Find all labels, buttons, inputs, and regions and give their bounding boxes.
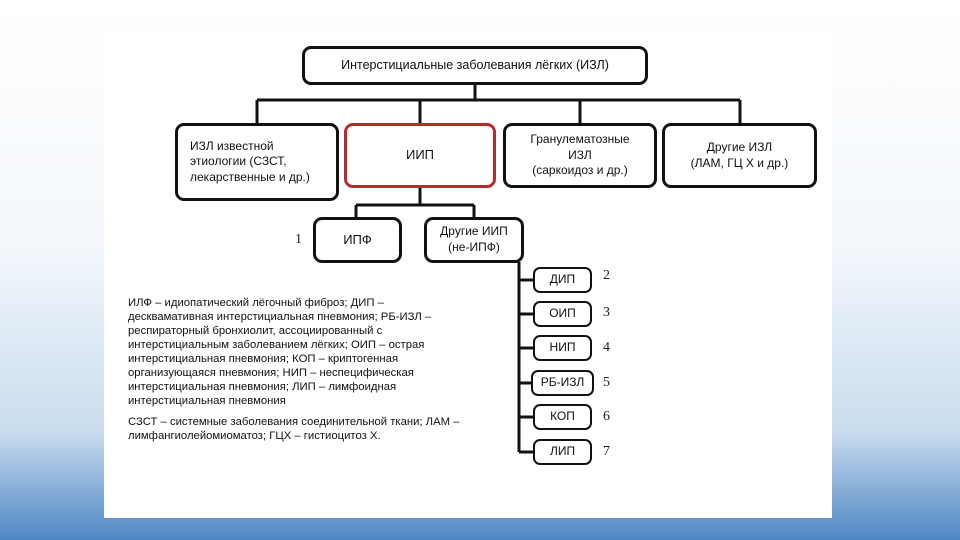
number-label: 3 (603, 305, 610, 320)
other-iip-box: Другие ИИП (не-ИПФ) (424, 217, 524, 263)
legend-iip-abbreviations: ИЛФ – идиопатический лёгочный фиброз; ДИ… (128, 297, 432, 407)
legend-other-abbreviations: СЗСТ – системные заболевания соединитель… (128, 416, 460, 442)
lip-box: ЛИП (533, 439, 592, 465)
dip-box: ДИП (533, 267, 592, 293)
number-label: 4 (603, 340, 610, 355)
kop-box: КОП (533, 404, 592, 430)
number-label: 2 (603, 268, 610, 283)
abbreviation-legend: ИЛФ – идиопатический лёгочный фиброз; ДИ… (128, 296, 468, 450)
number-label: 1 (295, 232, 302, 247)
ipf-box: ИПФ (313, 217, 402, 263)
nip-box: НИП (533, 335, 592, 361)
granulomatous-box: Гранулематозные ИЗЛ (саркоидоз и др.) (503, 123, 657, 188)
number-label: 5 (603, 375, 610, 390)
iip-box: ИИП (344, 123, 496, 188)
root-box: Интерстициальные заболевания лёгких (ИЗЛ… (302, 46, 648, 85)
number-label: 6 (603, 409, 610, 424)
known-etiology-box: ИЗЛ известной этиологии (СЗСТ, лекарстве… (175, 123, 339, 201)
number-label: 7 (603, 444, 610, 459)
rb-ild-box: РБ-ИЗЛ (531, 370, 594, 396)
oip-box: ОИП (533, 301, 592, 327)
slide-canvas (104, 35, 832, 518)
other-ild-box: Другие ИЗЛ (ЛАМ, ГЦ Х и др.) (662, 123, 817, 188)
